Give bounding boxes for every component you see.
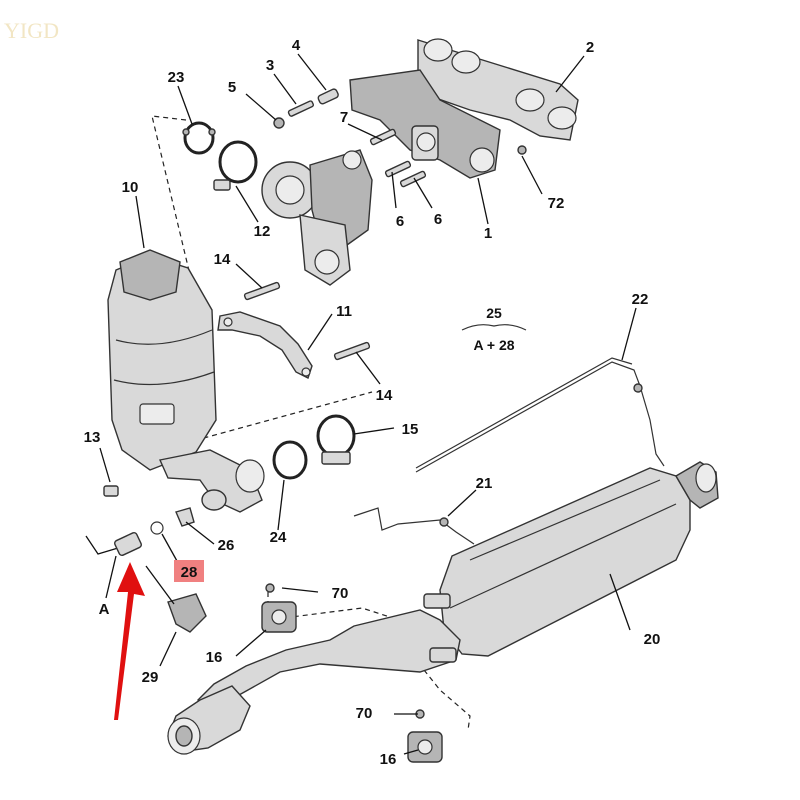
callout-14-upper: 14 xyxy=(214,251,231,268)
callout-22: 22 xyxy=(632,291,649,308)
callout-6-left: 6 xyxy=(396,213,404,230)
callout-3: 3 xyxy=(266,57,274,74)
callout-16-lower: 16 xyxy=(380,751,397,768)
callout-7: 7 xyxy=(340,109,348,126)
red-arrow xyxy=(114,562,145,720)
callout-23: 23 xyxy=(168,69,185,86)
hanger-16-upper xyxy=(261,583,297,633)
callout-21: 21 xyxy=(476,475,493,492)
clamp-12 xyxy=(213,140,258,191)
callout-numbers: 1 2 3 4 5 6 6 7 10 11 12 13 14 14 15 16 … xyxy=(84,37,661,768)
guide-line xyxy=(151,115,197,301)
exhaust-manifold xyxy=(349,38,579,179)
stud-13 xyxy=(103,485,119,497)
callout-2: 2 xyxy=(586,39,594,56)
callout-70-upper: 70 xyxy=(332,585,349,602)
callout-5: 5 xyxy=(228,79,236,96)
bracket-note: 25 A + 28 xyxy=(461,305,527,353)
guide-line xyxy=(423,669,471,731)
muffler xyxy=(439,461,719,657)
clamp-15 xyxy=(316,414,356,465)
callout-A: A xyxy=(99,601,110,618)
leader-lines xyxy=(99,53,637,755)
callout-6-right: 6 xyxy=(434,211,442,228)
pipe-21 xyxy=(353,507,475,545)
turbocharger xyxy=(261,149,373,286)
callout-13: 13 xyxy=(84,429,101,446)
pipe-22 xyxy=(415,357,665,473)
callout-4: 4 xyxy=(292,37,301,54)
pressure-pipe-assembly xyxy=(85,507,207,633)
callout-10: 10 xyxy=(122,179,139,196)
watermark: YIGD xyxy=(4,18,59,43)
gasket-23 xyxy=(182,121,216,155)
intermediate-pipe xyxy=(167,593,461,755)
callout-15: 15 xyxy=(402,421,419,438)
callout-70-lower: 70 xyxy=(356,705,373,722)
hanger-16-lower xyxy=(407,709,443,763)
note-bottom: A + 28 xyxy=(473,337,514,353)
callout-20: 20 xyxy=(644,631,661,648)
gasket-24 xyxy=(272,440,308,480)
note-top: 25 xyxy=(486,305,502,321)
catalytic-converter xyxy=(107,249,265,513)
stud-14-upper xyxy=(243,281,281,301)
bracket-11 xyxy=(217,311,313,379)
callout-16-upper: 16 xyxy=(206,649,223,666)
callout-72: 72 xyxy=(548,195,565,212)
callout-29: 29 xyxy=(142,669,159,686)
callout-11: 11 xyxy=(336,303,352,320)
callout-26: 26 xyxy=(218,537,235,554)
stud-14-lower xyxy=(333,341,371,361)
callout-28: 28 xyxy=(181,564,198,581)
callout-24: 24 xyxy=(270,529,287,546)
callout-12: 12 xyxy=(254,223,271,240)
highlight-box-28 xyxy=(174,560,204,582)
callout-1: 1 xyxy=(484,225,492,242)
callout-14-lower: 14 xyxy=(376,387,393,404)
